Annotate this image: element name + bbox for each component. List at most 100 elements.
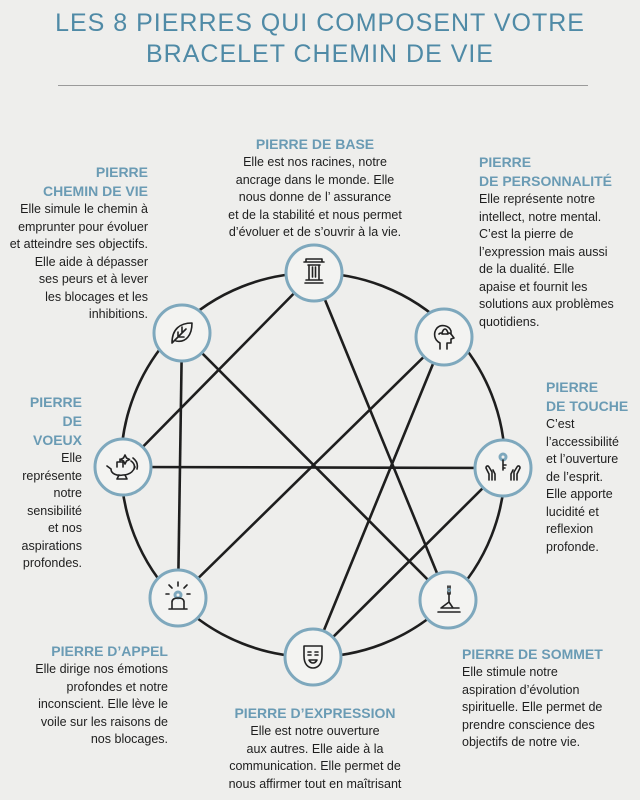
stone-description-line: nous affirmer tout en maîtrisant xyxy=(228,776,402,791)
stone-heading: PIERRE DE SOMMET xyxy=(462,646,603,662)
stone-description-line: représente xyxy=(22,468,82,483)
stone-node-base xyxy=(284,243,344,303)
stone-description-line: emprunter pour évoluer xyxy=(18,219,148,234)
stone-heading: DE TOUCHE xyxy=(546,398,629,414)
stone-description-line: ancrage dans le monde. Elle xyxy=(235,172,395,187)
title-line-1: LES 8 PIERRES QUI COMPOSENT VOTRE xyxy=(55,9,585,37)
stone-node-ring xyxy=(418,570,478,630)
stone-node-ring xyxy=(283,627,343,687)
stone-heading: DE PERSONNALITÉ xyxy=(479,173,613,189)
stone-description: Elle est nos racines, notre ancrage dans … xyxy=(205,154,425,242)
mask-icon xyxy=(303,645,323,669)
stone-node-personnalite xyxy=(414,307,474,367)
stone-node-ring xyxy=(414,307,474,367)
stone-description-line: Elle dirige nos émotions xyxy=(35,662,168,676)
stone-heading: CHEMIN DE VIE xyxy=(42,183,148,199)
stone-heading: PIERRE xyxy=(29,394,82,410)
connection-touche-expression xyxy=(312,467,504,658)
stone-description-line: aspiration d’évolution xyxy=(462,682,580,697)
stone-description-line: profondes. xyxy=(22,556,82,570)
stone-description-line: solutions aux problèmes xyxy=(479,297,614,311)
leaf-icon xyxy=(171,322,193,344)
stone-description-line: aspirations xyxy=(21,538,82,553)
stone-description-line: et atteindre ses objectifs. xyxy=(9,237,148,251)
stone-heading: PIERRE xyxy=(546,379,599,395)
stone-description-line: et nos xyxy=(47,521,82,535)
stone-description-line: objectifs de notre vie. xyxy=(462,735,581,749)
stone-description-line: C’est la pierre de xyxy=(479,227,574,241)
stone-description-line: sensibilité xyxy=(27,503,82,518)
stone-description-line: et l’ouverture xyxy=(546,452,619,466)
stone-description-line: l’accessibilité xyxy=(546,434,619,449)
stone-node-sommet xyxy=(418,570,478,630)
stone-description-line: Elle xyxy=(61,451,82,465)
stone-heading: PIERRE DE BASE xyxy=(255,136,375,152)
head-lotus-icon xyxy=(433,324,455,350)
stone-description-line: profondes et notre xyxy=(66,679,168,694)
stone-personnalite-text: PIERRE DE PERSONNALITÉ Elle représente n… xyxy=(479,153,639,331)
stone-description-line: communication. Elle permet de xyxy=(229,759,401,773)
stone-sommet-text: PIERRE DE SOMMET Elle stimule notre aspir… xyxy=(462,645,640,752)
stone-description-line: inconscient. Elle lève le xyxy=(38,697,168,711)
stone-description-line: de la dualité. Elle xyxy=(479,262,575,276)
stone-heading: PIERRE xyxy=(479,154,532,170)
stone-description-line: nous donne de l’ assurance xyxy=(238,190,392,204)
stone-description-line: lucidité et xyxy=(546,504,599,519)
stone-description-line: inhibitions. xyxy=(88,307,148,321)
stone-description-line: aux autres. Elle aide à la xyxy=(246,741,384,756)
stone-description: Elle représente notre intellect, notre me… xyxy=(479,191,639,331)
stone-description-line: Elle apporte xyxy=(546,487,613,501)
connection-voeux-touche xyxy=(122,465,504,470)
page-title: LES 8 PIERRES QUI COMPOSENT VOTRE BRACEL… xyxy=(0,8,640,70)
stone-description: Elle dirige nos émotions profondes et not… xyxy=(0,661,168,749)
stone-description: Elle est notre ouverture aux autres. Elle… xyxy=(205,723,425,793)
stone-expression-text: PIERRE D’EXPRESSION Elle est notre ouver… xyxy=(205,704,425,793)
stone-description-line: Elle stimule notre xyxy=(462,665,558,679)
stone-description-line: spirituelle. Elle permet de xyxy=(462,700,603,714)
stone-description-line: reflexion xyxy=(546,522,594,536)
stone-heading: DE VOEUX xyxy=(32,413,82,448)
stone-description-line: quotidiens. xyxy=(479,314,540,329)
stone-description: Elle simule le chemin à emprunter pour év… xyxy=(0,201,148,324)
title-line-2: BRACELET CHEMIN DE VIE xyxy=(145,40,494,68)
stone-heading: PIERRE D’EXPRESSION xyxy=(234,705,396,721)
magic-lamp-icon xyxy=(106,454,139,480)
stone-description-line: Elle est notre ouverture xyxy=(250,724,380,738)
stone-description: Elle stimule notre aspiration d’évolution… xyxy=(462,664,640,752)
stone-description: Elle représente notre sensibilité et nos aspi… xyxy=(10,450,82,573)
stone-description-line: les blocages et les xyxy=(45,289,148,304)
stone-voeux-text: PIERRE DE VOEUX Elle représente notre sensi… xyxy=(10,393,82,573)
stone-description-line: de l’esprit. xyxy=(546,469,603,484)
hands-key-icon xyxy=(485,452,521,481)
stone-description-line: voile sur les raisons de xyxy=(40,714,168,729)
connection-chemin-appel xyxy=(176,332,184,599)
stone-description-line: profonde. xyxy=(546,539,599,554)
stone-description-line: d’évoluer et de s’ouvrir à la vie. xyxy=(228,225,402,239)
stone-description-line: intellect, notre mental. xyxy=(479,209,602,224)
yoga-pose-icon xyxy=(437,585,461,613)
stone-description-line: prendre conscience des xyxy=(462,717,595,732)
stone-description-line: l’expression mais aussi xyxy=(479,244,608,259)
stone-description-line: ses peurs et à lever xyxy=(38,272,148,286)
stone-node-voeux xyxy=(93,437,153,497)
stone-node-expression xyxy=(283,627,343,687)
stone-node-ring xyxy=(284,243,344,303)
stone-node-appel xyxy=(148,568,208,628)
stone-description-line: Elle est nos racines, notre xyxy=(243,155,387,169)
stone-base-text: PIERRE DE BASE Elle est nos racines, not… xyxy=(205,135,425,242)
stone-node-chemin xyxy=(152,303,212,363)
stone-description-line: Elle simule le chemin à xyxy=(20,202,148,216)
stone-description-line: nos blocages. xyxy=(90,732,168,746)
stone-description-line: notre xyxy=(53,486,83,500)
divider xyxy=(58,85,588,86)
connection-personnalite-expression xyxy=(311,336,446,658)
meditation-icon xyxy=(165,581,191,610)
pillar-icon xyxy=(303,258,325,284)
stone-description-line: Elle représente notre xyxy=(479,192,596,206)
stone-description-line: apaise et fournit les xyxy=(479,279,588,294)
stone-description-line: Elle aide à dépasser xyxy=(34,254,148,269)
